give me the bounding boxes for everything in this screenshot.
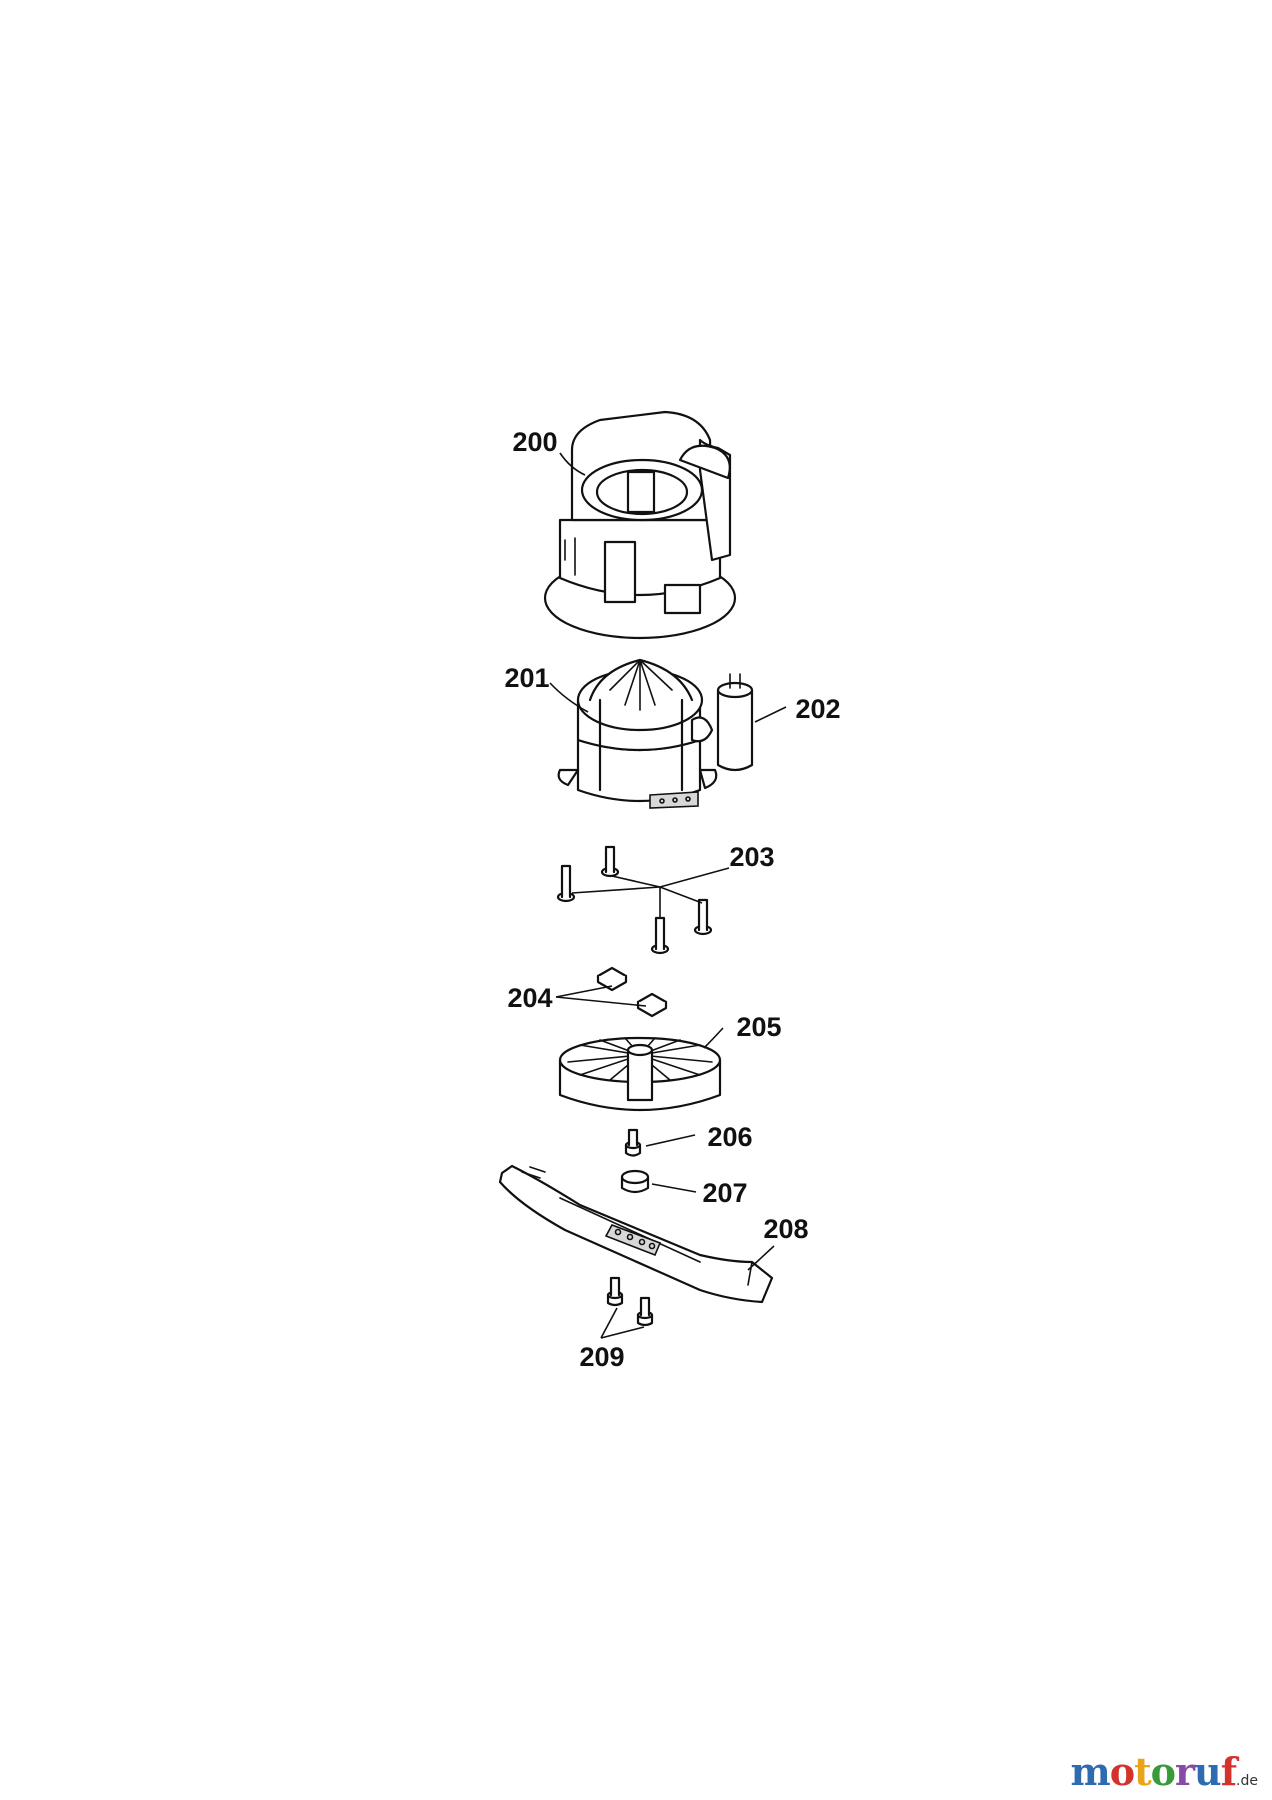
bolt-209-a <box>606 1276 624 1307</box>
logo-letter: o <box>1150 1749 1176 1794</box>
callout-201: 201 <box>504 663 549 693</box>
screw-203-b <box>600 845 620 878</box>
callout-206: 206 <box>707 1122 752 1152</box>
nut-set-204 <box>596 966 668 1018</box>
screw-set-203 <box>556 845 713 955</box>
callout-204: 204 <box>507 983 552 1013</box>
callout-205: 205 <box>736 1012 781 1042</box>
bolt-set-209 <box>606 1276 654 1327</box>
screw-206-part <box>624 1128 642 1157</box>
motoruf-logo: motoruf.de <box>1071 1749 1258 1794</box>
callout-207: 207 <box>702 1178 747 1208</box>
callout-203: 203 <box>729 842 774 872</box>
leader-lines <box>549 452 787 1339</box>
logo-letter: t <box>1134 1749 1152 1794</box>
logo-letter: r <box>1175 1749 1195 1794</box>
fan-impeller-part <box>558 1036 722 1112</box>
callout-200: 200 <box>512 427 557 457</box>
bolt-209-b <box>636 1296 654 1327</box>
capacitor-part <box>716 673 754 772</box>
logo-letter: o <box>1109 1749 1135 1794</box>
screw-203-d <box>693 898 713 936</box>
callout-202: 202 <box>795 694 840 724</box>
logo-tld: .de <box>1236 1773 1258 1789</box>
callout-209: 209 <box>579 1342 624 1372</box>
screw-203-c <box>650 916 670 955</box>
logo-letter: u <box>1194 1749 1222 1794</box>
motor-stator-part <box>557 658 718 809</box>
callout-208: 208 <box>763 1214 808 1244</box>
motor-housing-part <box>543 410 737 640</box>
spacer-207-part <box>620 1169 650 1194</box>
logo-letter: f <box>1220 1749 1237 1794</box>
logo-letter: m <box>1070 1749 1111 1794</box>
blade-208-part <box>498 1164 774 1304</box>
screw-203-a <box>556 864 576 903</box>
